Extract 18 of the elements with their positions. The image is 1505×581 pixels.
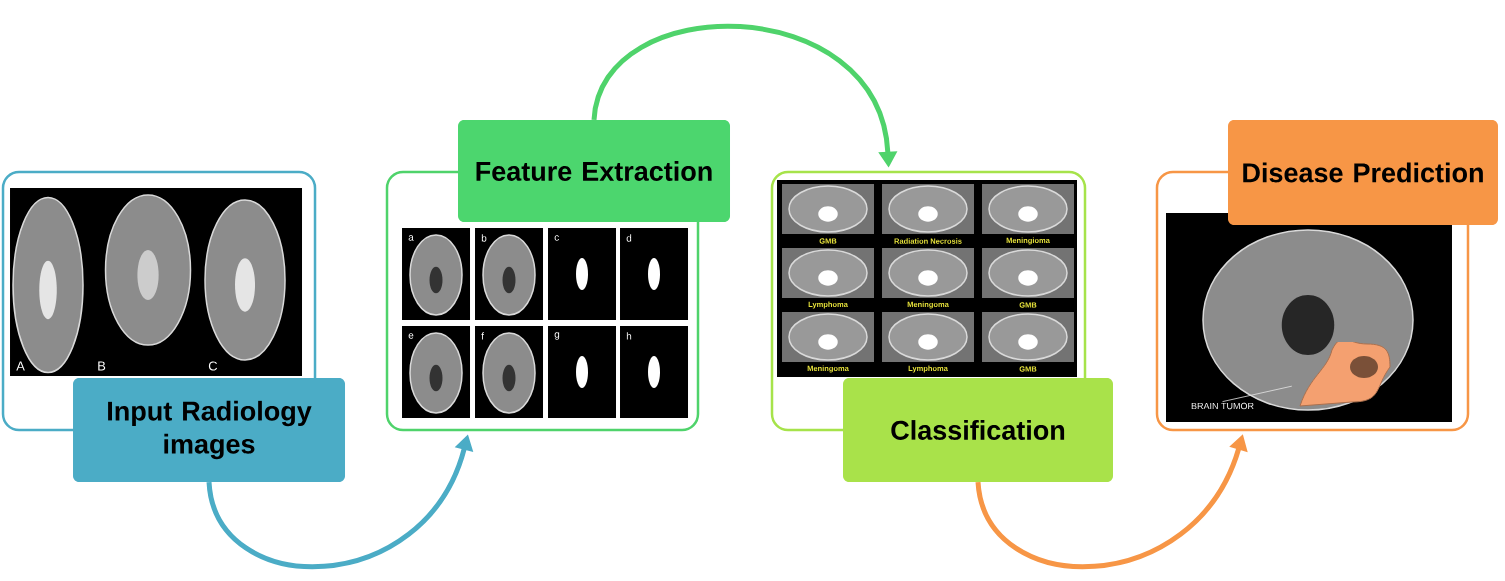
leader-line (1222, 385, 1293, 402)
annotation-text: BRAIN TUMOR (1191, 402, 1254, 410)
step-label-box: Feature Extraction (458, 120, 730, 222)
panel-letter: a (408, 235, 414, 241)
step-label-box: Classification (843, 378, 1113, 482)
panel-letter: b (481, 234, 487, 242)
tumor-region (1299, 342, 1391, 407)
panel-letter: f (481, 332, 484, 340)
step-label-box: Disease Prediction (1228, 120, 1498, 225)
step-label-box: Input Radiology images (73, 378, 345, 482)
panel-letter: d (626, 234, 632, 242)
panel-letter: C (208, 361, 218, 371)
panel-letter: h (626, 332, 632, 340)
panel-letter: e (408, 333, 414, 339)
panel-letter: g (554, 332, 560, 340)
panel-letter: B (98, 361, 106, 371)
panel-letter: A (16, 361, 25, 371)
panel-letter: c (554, 235, 559, 241)
